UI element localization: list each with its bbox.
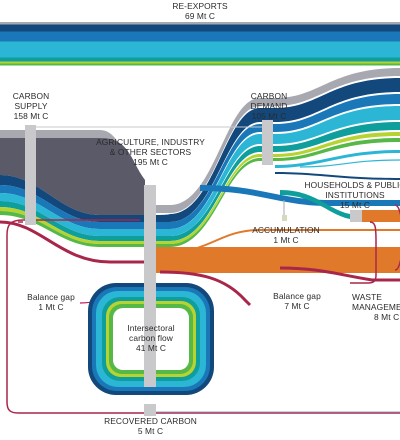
carbon-supply-value: 158 Mt C <box>13 111 49 121</box>
recovered-label: RECOVERED CARBON 5 Mt C <box>88 416 213 436</box>
accumulation-value: 1 Mt C <box>273 235 299 245</box>
agriculture-line1: AGRICULTURE, INDUSTRY <box>96 137 205 147</box>
households-node <box>350 210 362 222</box>
carbon-supply-line1: CARBON <box>12 91 50 101</box>
carbon-supply-node <box>25 125 36 225</box>
households-line1: HOUSEHOLDS & PUBLIC <box>300 180 400 190</box>
accumulation-label: ACCUMULATION 1 Mt C <box>246 225 326 245</box>
recovered-node <box>144 404 156 416</box>
carbon-supply-line2: SUPPLY <box>14 101 48 111</box>
balance-gap-right-title: Balance gap <box>273 291 321 301</box>
households-line2: INSTITUTIONS <box>325 190 385 200</box>
carbon-demand-label: CARBON DEMAND 105 Mt C <box>238 91 300 121</box>
re-exports-title: RE-EXPORTS <box>172 1 228 11</box>
carbon-demand-node <box>262 120 273 165</box>
households-value: 15 Mt C <box>339 200 371 210</box>
intersectoral-line2: carbon flow <box>129 333 173 343</box>
recovered-title: RECOVERED CARBON <box>104 416 197 426</box>
intersectoral-node <box>144 275 156 387</box>
carbon-supply-label: CARBON SUPPLY 158 Mt C <box>0 91 62 121</box>
agriculture-line2: & OTHER SECTORS <box>109 147 192 157</box>
intersectoral-label: Intersectoral carbon flow 41 Mt C <box>114 323 188 353</box>
agriculture-value: 195 Mt C <box>133 157 168 167</box>
carbon-demand-line1: CARBON <box>250 91 288 101</box>
carbon-demand-line2: DEMAND <box>250 101 288 111</box>
agriculture-node <box>144 185 156 275</box>
households-inflow-line <box>299 159 400 168</box>
intersectoral-line1: Intersectoral <box>127 323 175 333</box>
agriculture-label: AGRICULTURE, INDUSTRY & OTHER SECTORS 19… <box>88 137 213 167</box>
node-bars <box>18 120 362 416</box>
accumulation-title: ACCUMULATION <box>252 225 320 235</box>
accumulation-node <box>282 215 287 221</box>
waste-line1: WASTE <box>352 292 382 302</box>
waste-flow <box>155 210 400 273</box>
main-flow-bands <box>0 68 400 247</box>
re-exports-label: RE-EXPORTS 69 Mt C <box>150 1 250 21</box>
households-label: HOUSEHOLDS & PUBLIC INSTITUTIONS 15 Mt C <box>300 180 400 210</box>
intersectoral-value: 41 Mt C <box>135 343 167 353</box>
balance-gap-left-title: Balance gap <box>27 292 75 302</box>
re-exports-flow <box>0 22 400 66</box>
crimson-flows <box>0 204 400 414</box>
waste-value: 8 Mt C <box>374 312 400 322</box>
waste-line2: MANAGEMENT <box>352 302 400 312</box>
balance-gap-right-value: 7 Mt C <box>284 301 310 311</box>
waste-label: WASTE MANAGEMENT 8 Mt C <box>352 292 400 322</box>
balance-gap-right-label: Balance gap 7 Mt C <box>266 291 328 311</box>
balance-gap-left-value: 1 Mt C <box>38 302 64 312</box>
re-exports-value: 69 Mt C <box>184 11 216 21</box>
balance-gap-left-label: Balance gap 1 Mt C <box>20 292 82 312</box>
recovered-value: 5 Mt C <box>137 426 164 436</box>
carbon-demand-value: 105 Mt C <box>251 111 287 121</box>
